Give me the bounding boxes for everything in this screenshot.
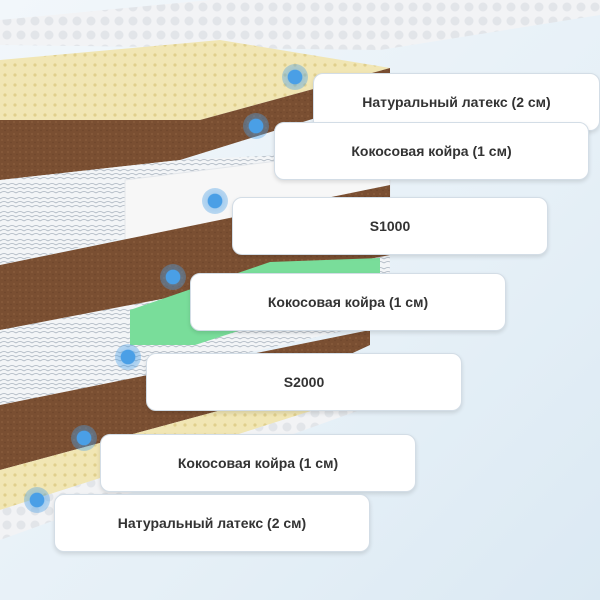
marker-dot — [115, 344, 141, 370]
quilted-cover — [0, 0, 600, 50]
marker-dot — [71, 425, 97, 451]
layer-label-coir-2: Кокосовая койра (1 см) — [190, 273, 506, 331]
marker-dot — [160, 264, 186, 290]
layer-label-s2000: S2000 — [146, 353, 462, 411]
marker-dot — [282, 64, 308, 90]
marker-dot — [24, 487, 50, 513]
layer-label-coir-1: Кокосовая койра (1 см) — [274, 122, 589, 180]
marker-dot — [243, 113, 269, 139]
layer-label-s1000: S1000 — [232, 197, 548, 255]
marker-dot — [202, 188, 228, 214]
layer-label-coir-3: Кокосовая койра (1 см) — [100, 434, 416, 492]
layer-label-latex-bottom: Натуральный латекс (2 см) — [54, 494, 370, 552]
